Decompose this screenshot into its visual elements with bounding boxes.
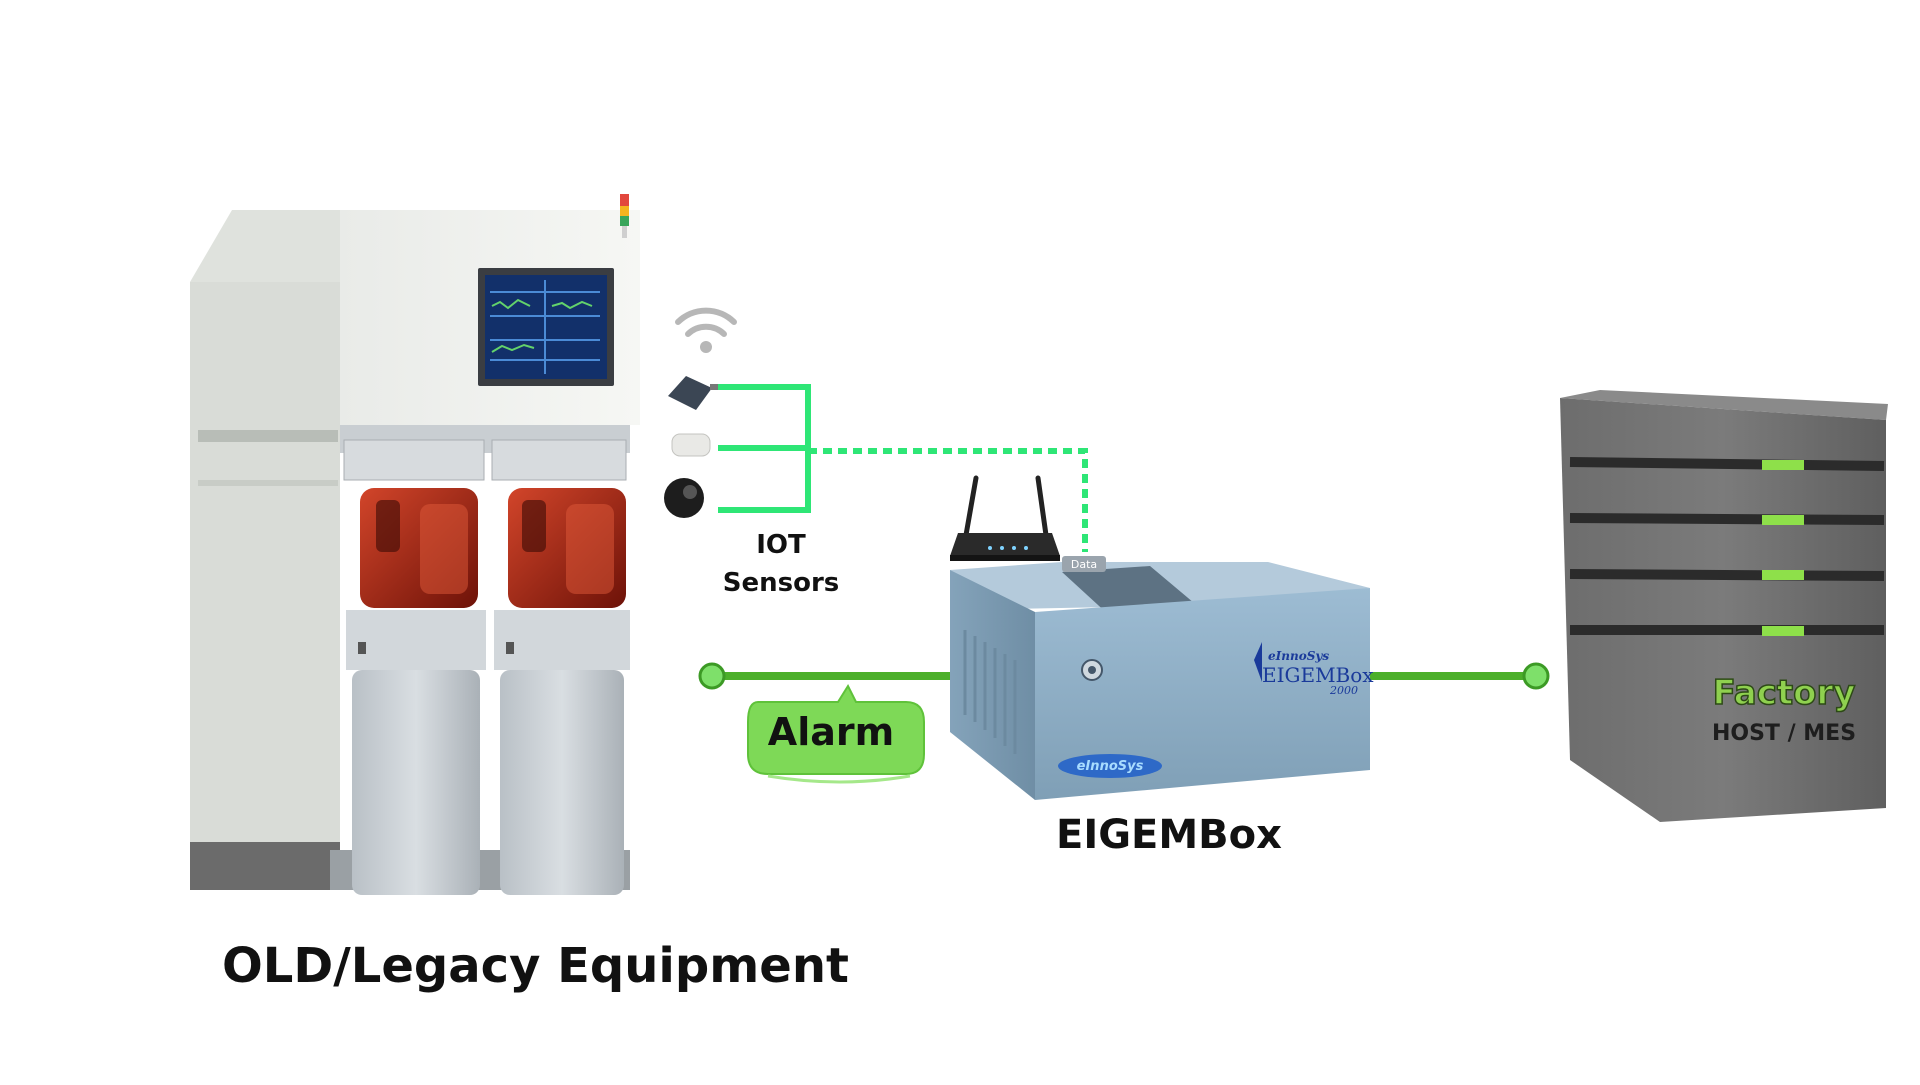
- cabinet-lock-right: [506, 642, 514, 654]
- alarm-bubble-shape: [747, 683, 925, 775]
- cabinet-lock-left: [358, 642, 366, 654]
- alarm-label: Alarm: [767, 710, 895, 754]
- equipment-side-panel: [190, 282, 340, 842]
- server-body: [1560, 398, 1886, 822]
- equipment-monitor: [478, 268, 614, 386]
- lower-left-cabinet: [352, 670, 480, 895]
- server-led-4: [1762, 626, 1804, 636]
- lower-left-top: [346, 610, 486, 670]
- eigembox-model-text: EIGEMBox: [1262, 663, 1374, 687]
- signal-tower-red: [620, 194, 629, 206]
- iot-sensors-label: IOT Sensors: [716, 526, 846, 602]
- alarm-bubble: [747, 683, 925, 784]
- equipment-side-groove: [198, 430, 338, 442]
- eigembox-label: EIGEMBox: [1056, 812, 1282, 858]
- eigembox-device: [950, 556, 1370, 800]
- iot-label-line2: Sensors: [722, 568, 840, 598]
- eigembox-side-logo: [1058, 754, 1162, 778]
- load-port-left-frame: [343, 439, 485, 481]
- equipment-side-trim: [198, 480, 338, 486]
- alarm-link-endpoint: [698, 662, 726, 690]
- equipment-label: OLD/Legacy Equipment: [222, 938, 849, 994]
- foup-left-highlight: [420, 504, 468, 594]
- server-bay-dividers: [1569, 457, 1885, 635]
- eigembox-vent: [963, 630, 1017, 754]
- foup-right-window: [522, 500, 546, 552]
- server-top: [1560, 390, 1888, 420]
- eigembox-front: [1035, 588, 1370, 800]
- lower-right-cabinet: [500, 670, 624, 895]
- iot-data-link: [808, 448, 1088, 552]
- data-tag: [1062, 556, 1106, 572]
- wifi-icon: [675, 307, 737, 353]
- sensor-gateway-port: [710, 384, 720, 390]
- foup-right-highlight: [566, 504, 614, 594]
- sensor-camera: [664, 478, 704, 518]
- signal-tower-post: [622, 226, 627, 238]
- legacy-equipment: [190, 194, 640, 895]
- foup-left: [360, 488, 478, 608]
- foup-right: [508, 488, 626, 608]
- monitor-graphs: [491, 298, 593, 353]
- signal-tower-yellow: [620, 206, 629, 216]
- sensor-camera-lens: [683, 485, 697, 499]
- data-tag-label: Data: [1071, 558, 1097, 571]
- sensor-icon: [664, 376, 720, 518]
- eigembox-side-logo-text: eInnoSys: [1077, 759, 1144, 774]
- server-led-3: [1762, 570, 1804, 580]
- sensor-gateway: [668, 376, 712, 410]
- server-led-2: [1762, 515, 1804, 525]
- factory-server: [1560, 390, 1888, 822]
- foup-left-window: [376, 500, 400, 552]
- signal-tower-green: [620, 216, 629, 226]
- eigembox-power-core: [1088, 666, 1096, 674]
- host-link-endpoint: [1522, 662, 1550, 690]
- iot-label-line1: IOT: [756, 530, 806, 560]
- alarm-bubble-shadow: [767, 774, 911, 784]
- eigembox-brand-text: eInnoSys: [1268, 649, 1329, 663]
- server-led-1: [1762, 460, 1804, 470]
- eigembox-brand-mark: [1254, 642, 1262, 682]
- server-label-factory: Factory: [1713, 673, 1856, 713]
- load-port-right-frame: [491, 439, 627, 481]
- eigembox-model-number: 2000: [1329, 684, 1358, 697]
- lower-right-top: [494, 610, 630, 670]
- server-label-host: HOST / MES: [1712, 721, 1856, 746]
- iot-connector-bracket: [718, 384, 811, 513]
- router-icon: [950, 475, 1060, 561]
- sensor-humidity: [671, 433, 711, 457]
- equipment-base-dark: [190, 842, 340, 890]
